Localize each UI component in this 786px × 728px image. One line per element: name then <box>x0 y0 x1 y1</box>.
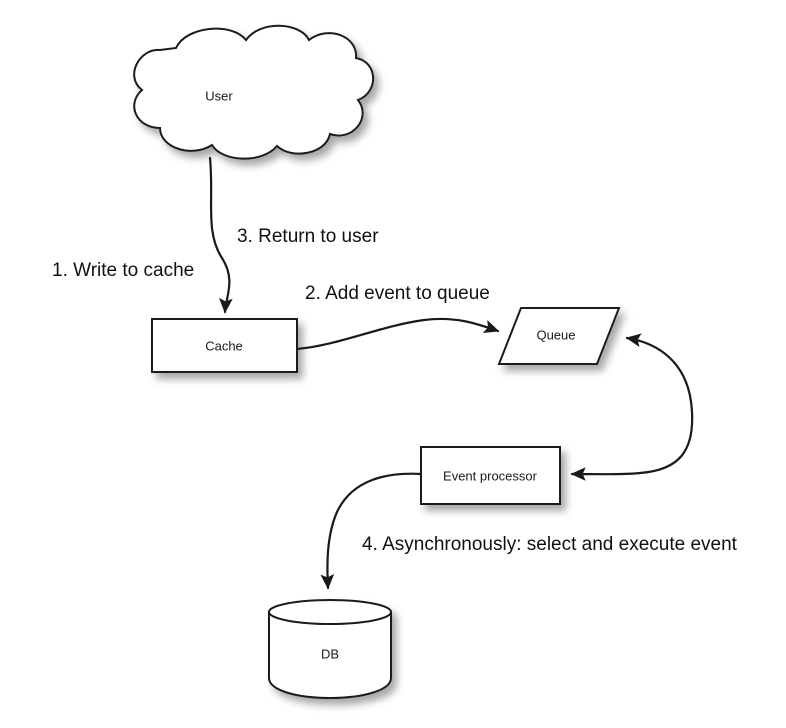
cloud-shape <box>133 24 375 160</box>
node-queue-label: Queue <box>536 327 575 342</box>
edge-user-to-cache <box>208 156 233 314</box>
node-user[interactable]: User <box>133 24 375 160</box>
event-processor-shape <box>420 446 561 505</box>
step-label-3: 3. Return to user <box>237 226 379 247</box>
edge-queue-processor-loop <box>570 333 694 481</box>
node-cache-label: Cache <box>205 338 243 353</box>
node-cache[interactable]: Cache <box>151 318 298 373</box>
node-event-processor-label: Event processor <box>443 468 538 483</box>
node-db[interactable]: DB <box>268 599 392 700</box>
cache-shape <box>151 318 298 373</box>
node-db-label: DB <box>321 646 339 661</box>
edge-cache-to-queue <box>295 317 500 351</box>
node-user-label: User <box>205 88 233 103</box>
step-label-1: 1. Write to cache <box>52 260 194 281</box>
db-top-ellipse <box>268 599 392 625</box>
edge-processor-to-db <box>320 472 423 590</box>
db-body-shape <box>268 611 392 700</box>
step-label-2: 2. Add event to queue <box>305 283 490 304</box>
step-label-4: 4. Asynchronously: select and execute ev… <box>362 534 738 555</box>
node-event-processor[interactable]: Event processor <box>420 446 561 505</box>
node-queue[interactable]: Queue <box>497 307 621 365</box>
